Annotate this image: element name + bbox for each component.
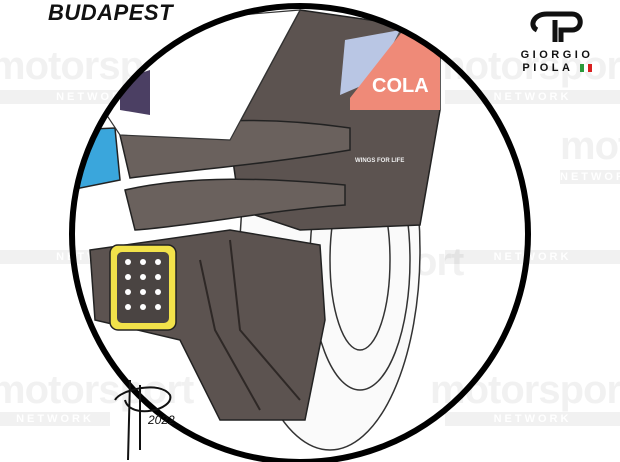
lower-exhaust-pipe [124,178,346,231]
watermark-bar: NETWORK [445,250,620,264]
location-title: BUDAPEST [48,0,174,25]
sponsor-panel [350,28,440,110]
signature [114,379,172,461]
decal-text: WINGS FOR LIFE [355,158,404,164]
watermark-text: motorsport [430,368,620,412]
watermark-text: motorsport [560,124,620,168]
giorgio-piola-logo: GIORGIO PIOLA [512,10,602,75]
watermark-bar: NETWORK [560,170,620,184]
rain-light-leds [125,259,161,310]
gp-logo-icon [530,11,583,42]
watermark-bar: NETWORK [445,412,620,426]
sponsor-text: COLA [372,75,429,97]
logo-line-2-text: PIOLA [522,62,574,74]
rain-light-plate [109,244,177,331]
signature-year: 2022 [147,413,175,427]
frame-circle [69,3,531,462]
logo-line-1: GIORGIO [520,49,594,61]
watermark-bar: NETWORK [0,412,110,426]
italian-flag-icon [579,64,592,73]
watermark-bar: NETWORK [445,90,620,104]
sponsor-stripe-blue [340,30,400,95]
logo-line-2: PIOLA [512,62,602,75]
